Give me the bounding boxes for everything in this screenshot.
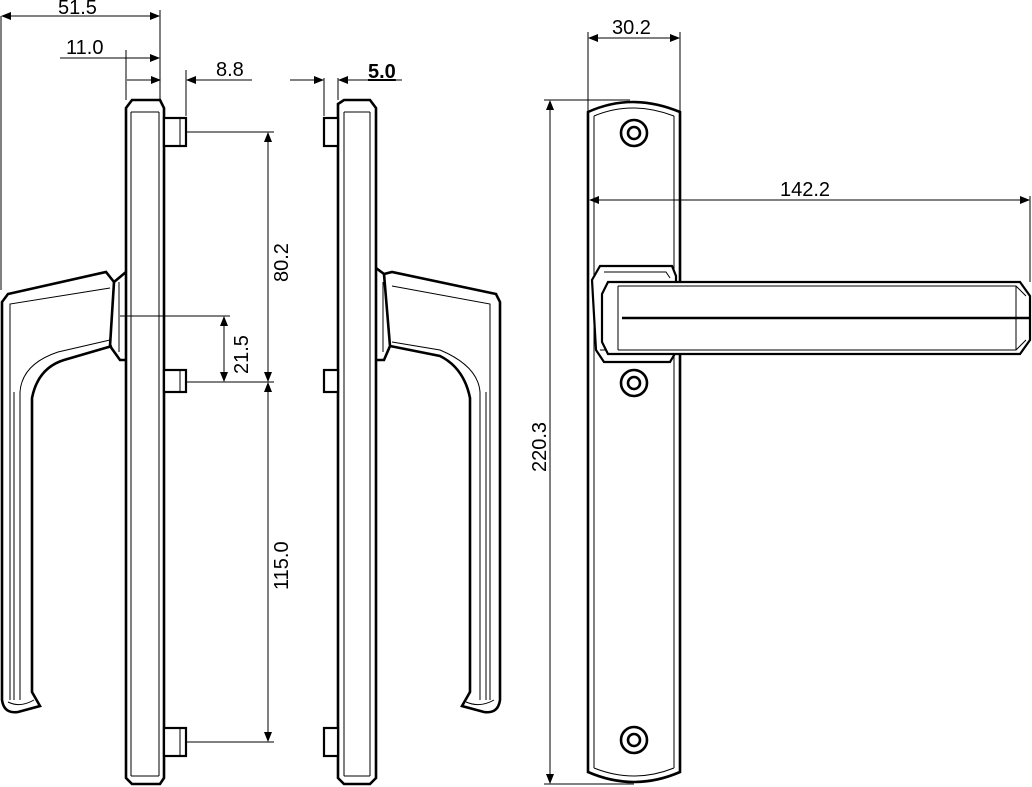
screw-hole-top: [619, 118, 649, 148]
left-side-view: [0, 98, 188, 786]
dim-rose-thickness: 11.0: [66, 37, 103, 59]
dim-lever-length: 142.2: [780, 179, 830, 201]
dim-handle-width: 30.2: [612, 17, 651, 39]
dim-overall-depth: 51.5: [58, 0, 97, 19]
front-backplate: [586, 100, 682, 784]
left-pin-mid: [162, 368, 188, 394]
dim-spindle-offset: 21.5: [231, 335, 253, 374]
dim-lower-pin-spacing: 115.0: [271, 541, 293, 590]
middle-backplate: [336, 98, 378, 786]
screw-hole-mid: [619, 368, 649, 398]
front-view: [586, 100, 1032, 784]
middle-side-view: [322, 98, 502, 786]
left-pin-top: [162, 116, 188, 148]
screw-hole-bottom: [619, 725, 649, 755]
dim-upper-pin-spacing: 80.2: [271, 243, 293, 282]
middle-pin-bottom: [322, 726, 340, 758]
dimension-labels: 51.5 11.0 8.8 5.0 30.2 142.2 80.2 21.5 1…: [58, 0, 830, 590]
dim-plate-height: 220.3: [529, 422, 551, 472]
left-pin-bottom: [162, 726, 188, 758]
middle-handle: [383, 270, 502, 714]
dim-pin-length: 8.8: [216, 59, 244, 81]
middle-pin-top: [322, 116, 340, 148]
dimension-lines: [0, 10, 1031, 785]
left-backplate: [124, 98, 166, 786]
left-handle: [0, 270, 116, 714]
dim-plate-offset: 5.0: [368, 61, 396, 83]
middle-pin-mid: [322, 368, 340, 394]
